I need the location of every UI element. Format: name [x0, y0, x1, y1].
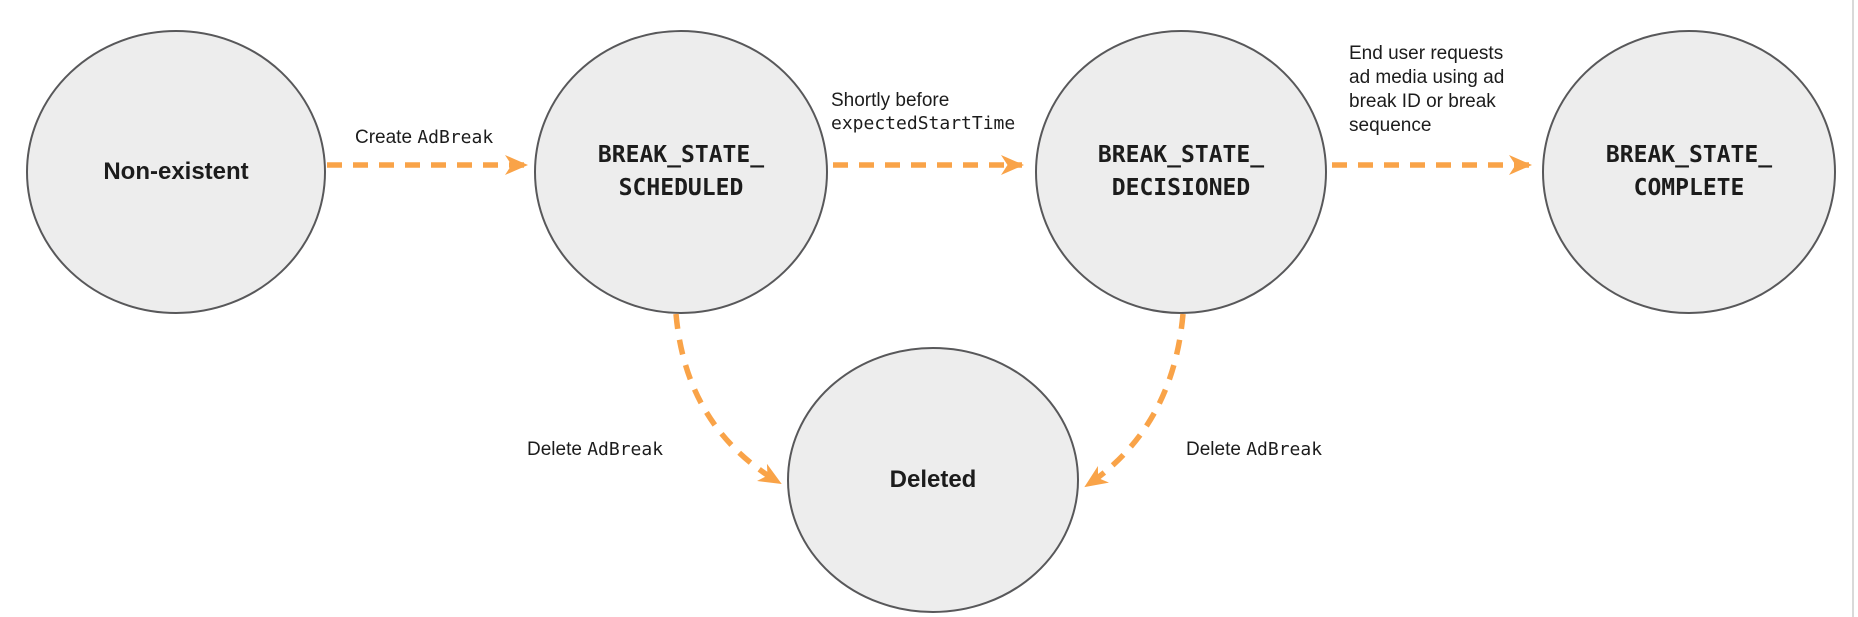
state-label-deleted: Deleted [889, 466, 977, 493]
page-edge-divider [1852, 0, 1854, 617]
state-node-break-state-decisioned [1035, 30, 1327, 314]
state-label-break-state-complete: BREAK_STATE_ COMPLETE [1605, 142, 1773, 201]
state-node-deleted [787, 347, 1079, 613]
state-node-non-existent [26, 30, 326, 314]
transition-label-create-adbreak: Create AdBreak [355, 126, 493, 150]
state-label-break-state-decisioned: BREAK_STATE_ DECISIONED [1097, 142, 1265, 201]
transition-label-delete-right-text: Delete [1186, 439, 1247, 460]
state-node-break-state-scheduled [534, 30, 828, 314]
transition-label-end-user-requests: End user requests ad media using ad brea… [1349, 43, 1505, 136]
transition-label-delete-adbreak-right: Delete AdBreak [1186, 438, 1322, 462]
arrow-delete-adbreak-from-decisioned [1084, 313, 1186, 489]
state-label-non-existent: Non-existent [103, 158, 249, 185]
state-node-break-state-complete [1542, 30, 1836, 314]
transition-label-delete-right-code: AdBreak [1246, 439, 1323, 460]
transition-label-create-adbreak-code: AdBreak [417, 127, 494, 148]
transition-label-delete-left-code: AdBreak [587, 439, 664, 460]
arrow-delete-adbreak-from-scheduled [673, 313, 782, 486]
transition-label-create-adbreak-text: Create [355, 127, 418, 148]
transition-label-delete-adbreak-left: Delete AdBreak [527, 438, 663, 462]
transition-label-delete-left-text: Delete [527, 439, 588, 460]
transition-label-shortly-before-text: Shortly before [831, 90, 950, 111]
transition-label-expected-start-time-code: expectedStartTime [831, 113, 1016, 134]
state-label-break-state-scheduled: BREAK_STATE_ SCHEDULED [597, 142, 765, 201]
